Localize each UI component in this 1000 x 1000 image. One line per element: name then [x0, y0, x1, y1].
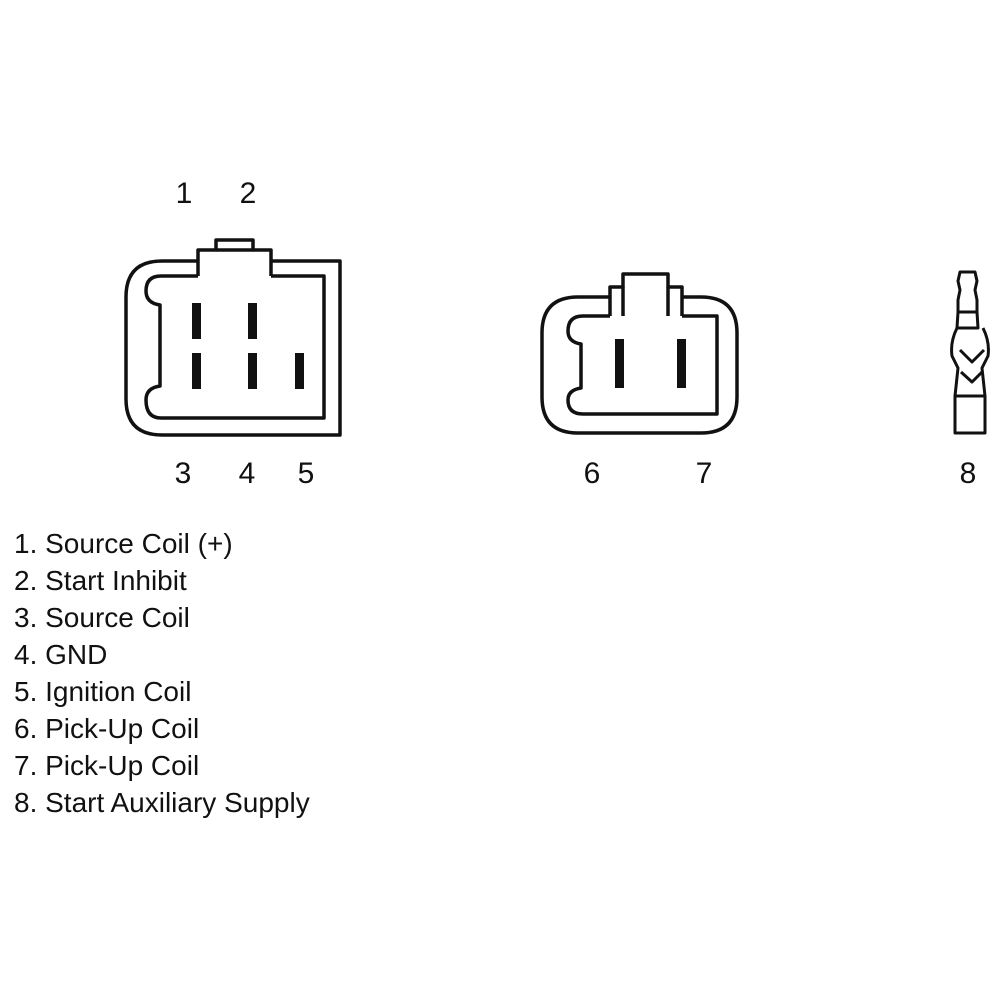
legend-item-1: 1. Source Coil (+)	[14, 528, 233, 559]
pin-label-8: 8	[960, 457, 977, 490]
bullet-connector-neck	[955, 311, 980, 330]
two-pin-connector	[540, 272, 739, 435]
five-pin-connector	[124, 238, 342, 437]
pin-label-2: 2	[240, 177, 257, 210]
legend-item-3: 3. Source Coil	[14, 602, 190, 633]
terminal-1	[192, 303, 201, 339]
five-pin-connector-outer-shell	[124, 259, 342, 437]
terminal-7	[677, 339, 686, 388]
two-pin-connector-outer-shell	[540, 295, 739, 435]
bullet-connector-body	[950, 327, 990, 435]
five-pin-connector-inner-face	[144, 274, 326, 420]
five-pin-connector-latch	[196, 238, 273, 276]
two-pin-connector-inner-face	[566, 314, 719, 416]
pin-label-1: 1	[176, 177, 193, 210]
pin-legend: 1. Source Coil (+) 2. Start Inhibit 3. S…	[14, 525, 310, 821]
legend-item-6: 6. Pick-Up Coil	[14, 713, 200, 744]
five-pin-connector-terminals	[192, 303, 304, 389]
legend-item-2: 2. Start Inhibit	[14, 565, 187, 596]
two-pin-connector-latch	[608, 272, 684, 316]
terminal-6	[615, 339, 624, 388]
pin-label-3: 3	[175, 457, 192, 490]
bullet-connector-tip	[956, 270, 979, 314]
two-pin-connector-terminals	[615, 339, 686, 388]
legend-item-5: 5. Ignition Coil	[14, 676, 192, 707]
bullet-connector	[950, 270, 990, 435]
terminal-4	[248, 353, 257, 389]
legend-item-7: 7. Pick-Up Coil	[14, 750, 200, 781]
terminal-5	[295, 353, 304, 389]
legend-item-4: 4. GND	[14, 639, 108, 670]
bullet-connector-crimp	[958, 348, 986, 364]
pin-label-7: 7	[696, 457, 713, 490]
pin-label-6: 6	[584, 457, 601, 490]
legend-item-8: 8. Start Auxiliary Supply	[14, 787, 310, 818]
bullet-connector-crimp-lower	[959, 370, 984, 384]
terminal-3	[192, 353, 201, 389]
pin-label-5: 5	[298, 457, 315, 490]
terminal-2	[248, 303, 257, 339]
pin-label-4: 4	[239, 457, 256, 490]
